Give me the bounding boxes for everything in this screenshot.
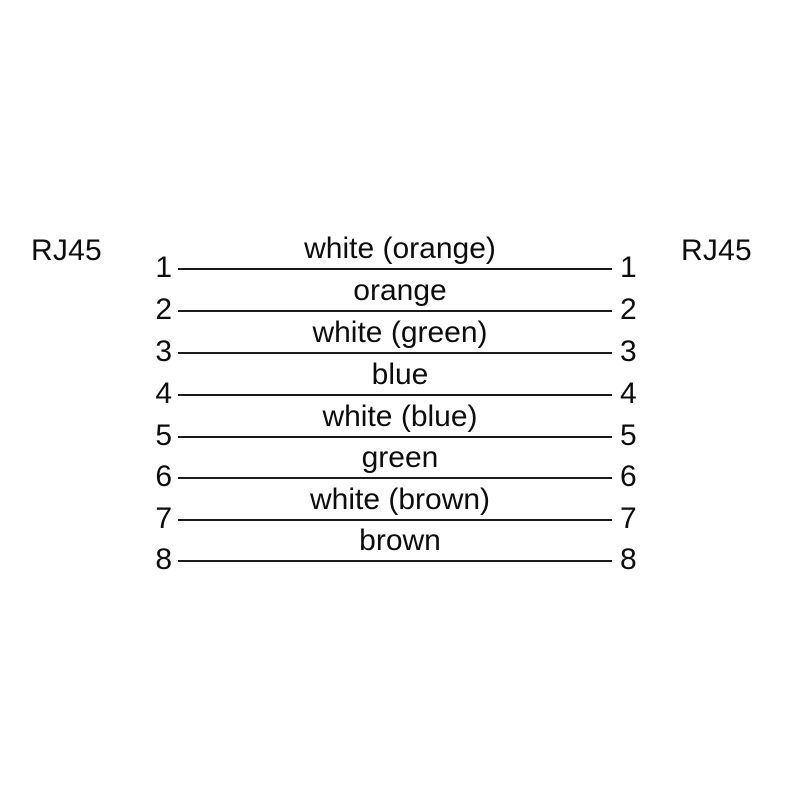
pin-number-right: 8: [620, 543, 637, 576]
wire-color-label: brown: [359, 524, 441, 557]
wire-line: [178, 436, 612, 438]
pin-number-right: 2: [620, 293, 637, 326]
wire-color-label: white (brown): [309, 483, 491, 516]
wire-line: [178, 394, 612, 396]
pin-number-left: 5: [155, 419, 172, 452]
connector-label-right: RJ45: [681, 234, 752, 267]
pin-number-left: 1: [155, 251, 172, 284]
pin-number-left: 7: [155, 502, 172, 535]
wire-line: [178, 477, 612, 479]
pin-number-left: 3: [155, 335, 172, 368]
pin-number-right: 6: [620, 460, 637, 493]
pin-number-right: 4: [620, 377, 637, 410]
wire-color-label: white (blue): [322, 400, 478, 433]
pin-number-left: 4: [155, 377, 172, 410]
wire-line: [178, 519, 612, 521]
wire-color-label: green: [361, 441, 439, 474]
pin-number-right: 5: [620, 419, 637, 452]
wire-line: [178, 560, 612, 562]
wire-color-label: white (orange): [304, 232, 496, 265]
pin-number-right: 7: [620, 502, 637, 535]
pin-number-left: 6: [155, 460, 172, 493]
pin-number-right: 1: [620, 251, 637, 284]
wire-line: [178, 352, 612, 354]
connector-label-left: RJ45: [31, 234, 102, 267]
pin-number-left: 2: [155, 293, 172, 326]
wire-line: [178, 310, 612, 312]
wire-line: [178, 268, 612, 270]
pin-number-right: 3: [620, 335, 637, 368]
wire-color-label: orange: [353, 274, 447, 307]
wire-color-label: blue: [371, 358, 429, 391]
wire-color-label: white (green): [312, 316, 488, 349]
pin-number-left: 8: [155, 543, 172, 576]
